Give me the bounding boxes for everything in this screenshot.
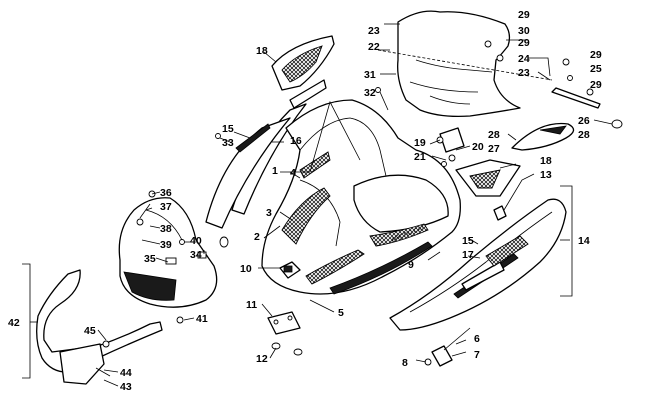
callout-42: 42 bbox=[8, 317, 20, 329]
fastener-29c bbox=[586, 88, 594, 96]
hood-assembly: ARCTIC CAT bbox=[261, 99, 461, 295]
fastener-30 bbox=[496, 54, 504, 62]
callout-34: 34 bbox=[190, 249, 202, 261]
callout-18a: 18 bbox=[256, 45, 268, 57]
hood-hinge bbox=[267, 311, 303, 356]
callout-16: 16 bbox=[290, 135, 302, 147]
callout-8: 8 bbox=[402, 357, 408, 369]
left-side-trim-panel bbox=[205, 79, 327, 248]
fastener-29a bbox=[484, 40, 492, 48]
callout-37: 37 bbox=[160, 201, 172, 213]
callout-18b: 18 bbox=[540, 155, 552, 167]
callout-33: 33 bbox=[222, 137, 234, 149]
right-side-panel bbox=[389, 198, 567, 331]
callout-24: 24 bbox=[518, 53, 530, 65]
callout-13: 13 bbox=[540, 169, 552, 181]
callout-41: 41 bbox=[196, 313, 208, 325]
callout-31: 31 bbox=[364, 69, 376, 81]
side-panel-latch bbox=[424, 327, 471, 367]
callout-2: 2 bbox=[254, 231, 260, 243]
front-bumper-bar bbox=[36, 269, 163, 385]
callout-40: 40 bbox=[190, 235, 202, 247]
callout-10: 10 bbox=[240, 263, 252, 275]
callout-27: 27 bbox=[488, 143, 500, 155]
callout-7: 7 bbox=[474, 349, 480, 361]
callout-44: 44 bbox=[120, 367, 132, 379]
callout-15b: 15 bbox=[462, 235, 474, 247]
callout-11: 11 bbox=[246, 299, 257, 311]
callout-29b: 29 bbox=[518, 37, 530, 49]
callout-29a: 29 bbox=[518, 9, 530, 21]
callout-28b: 28 bbox=[578, 129, 590, 141]
fastener-25 bbox=[567, 75, 573, 81]
callout-5: 5 bbox=[338, 307, 344, 319]
callout-36: 36 bbox=[160, 187, 172, 199]
callout-28a: 28 bbox=[488, 129, 500, 141]
right-windshield-side-trim bbox=[511, 119, 623, 151]
callout-39: 39 bbox=[160, 239, 172, 251]
windshield-trim-strip bbox=[377, 49, 601, 109]
callout-35: 35 bbox=[144, 253, 156, 265]
callout-26: 26 bbox=[578, 115, 590, 127]
right-vent-grille bbox=[455, 159, 521, 197]
callout-45: 45 bbox=[84, 325, 96, 337]
windshield-mount-bracket bbox=[436, 127, 465, 167]
callout-15a: 15 bbox=[222, 123, 234, 135]
callout-23b: 23 bbox=[518, 67, 530, 79]
leader-lines bbox=[22, 23, 613, 387]
callout-19: 19 bbox=[414, 137, 426, 149]
callout-20: 20 bbox=[472, 141, 484, 153]
callout-14: 14 bbox=[578, 235, 590, 247]
callout-3: 3 bbox=[266, 207, 272, 219]
fastener-33 bbox=[215, 133, 221, 139]
fastener-41 bbox=[176, 316, 184, 324]
front-nose-pan bbox=[118, 190, 218, 308]
callout-29c: 29 bbox=[590, 49, 602, 61]
callout-9: 9 bbox=[408, 259, 414, 271]
upper-vent-grille bbox=[271, 35, 335, 91]
callout-32: 32 bbox=[364, 87, 376, 99]
callout-23a: 23 bbox=[368, 25, 380, 37]
callout-38: 38 bbox=[160, 223, 172, 235]
callout-6: 6 bbox=[474, 333, 480, 345]
callout-4: 4 bbox=[290, 167, 296, 179]
callout-29d: 29 bbox=[590, 79, 602, 91]
callout-1: 1 bbox=[272, 165, 278, 177]
callout-17: 17 bbox=[462, 249, 474, 261]
fastener-40 bbox=[179, 239, 185, 245]
fastener-29b bbox=[562, 58, 570, 66]
callout-12: 12 bbox=[256, 353, 268, 365]
callout-43: 43 bbox=[120, 381, 132, 393]
callout-25: 25 bbox=[590, 63, 602, 75]
callout-21: 21 bbox=[414, 151, 426, 163]
callout-30: 30 bbox=[518, 25, 530, 37]
callout-22: 22 bbox=[368, 41, 380, 53]
callout-labels: 18 15 33 16 1 4 3 2 10 5 11 12 23 22 31 … bbox=[8, 9, 602, 393]
fastener-32 bbox=[375, 87, 381, 93]
